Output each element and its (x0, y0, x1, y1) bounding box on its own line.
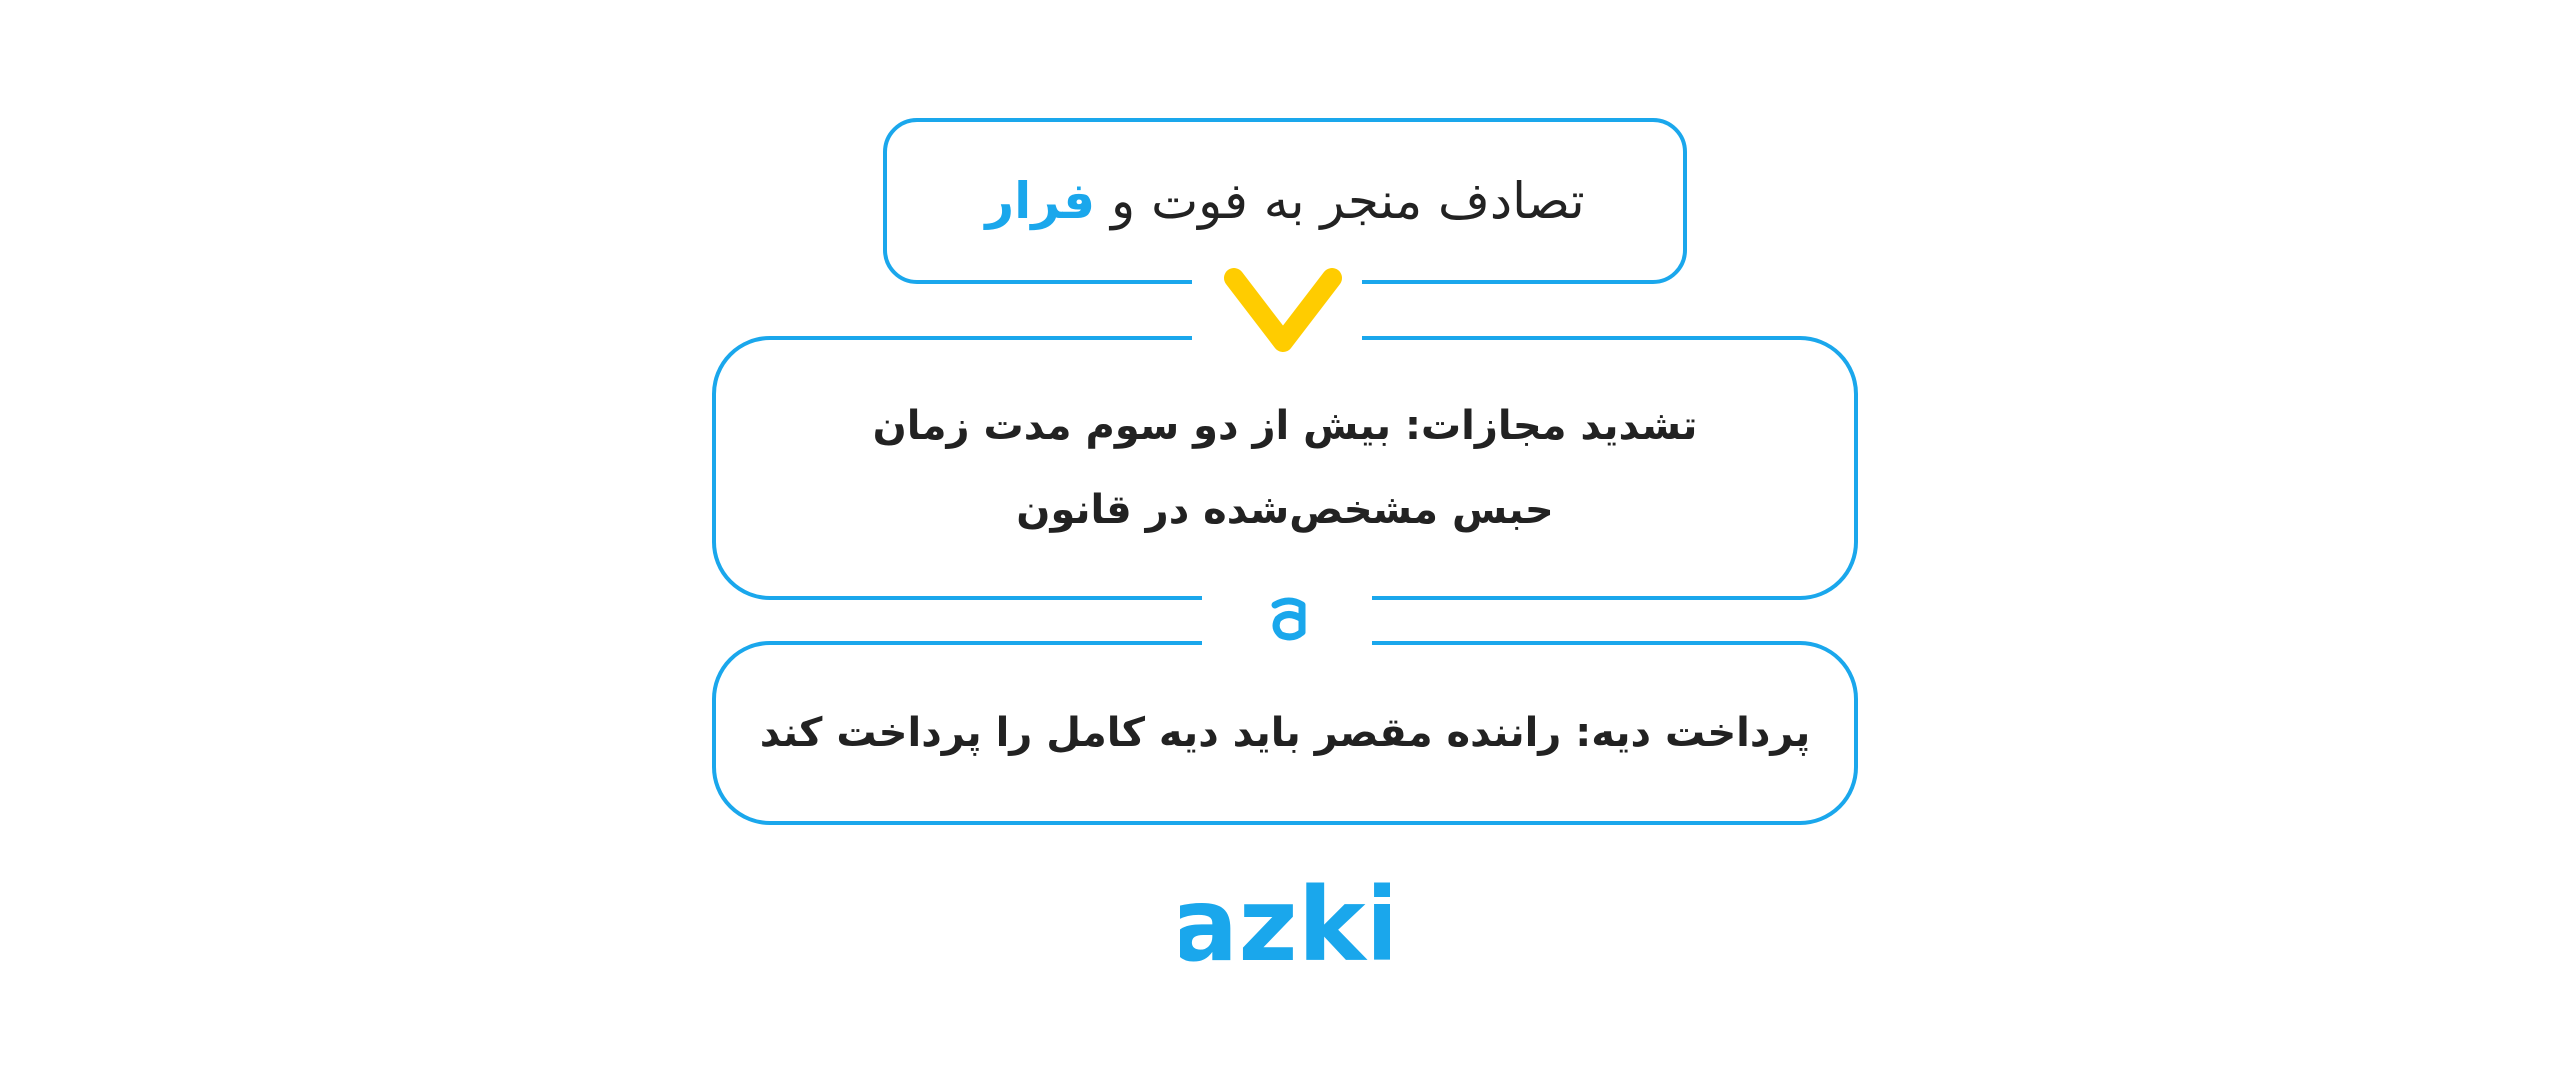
azki-logo: azki (1180, 876, 1390, 984)
title-text: تصادف منجر به فوت و (1111, 172, 1585, 230)
title-box: تصادف منجر به فوت و فرار (883, 118, 1687, 284)
penalty-line-1: تشدید مجازات: بیش از دو سوم مدت زمان (872, 403, 1698, 449)
diyah-box: پرداخت دیه: راننده مقصر باید دیه کامل را… (712, 641, 1858, 825)
azki-logo-text: azki (1180, 876, 1390, 984)
diyah-text: پرداخت دیه: راننده مقصر باید دیه کامل را… (759, 710, 1811, 756)
title-highlight: فرار (985, 172, 1096, 230)
penalty-line-2: حبس مشخص‌شده در قانون (1016, 487, 1554, 533)
azki-mini-icon (1271, 597, 1306, 641)
chevron-down-icon (1224, 268, 1342, 352)
penalty-box: تشدید مجازات: بیش از دو سوم مدت زمان حبس… (712, 336, 1858, 600)
